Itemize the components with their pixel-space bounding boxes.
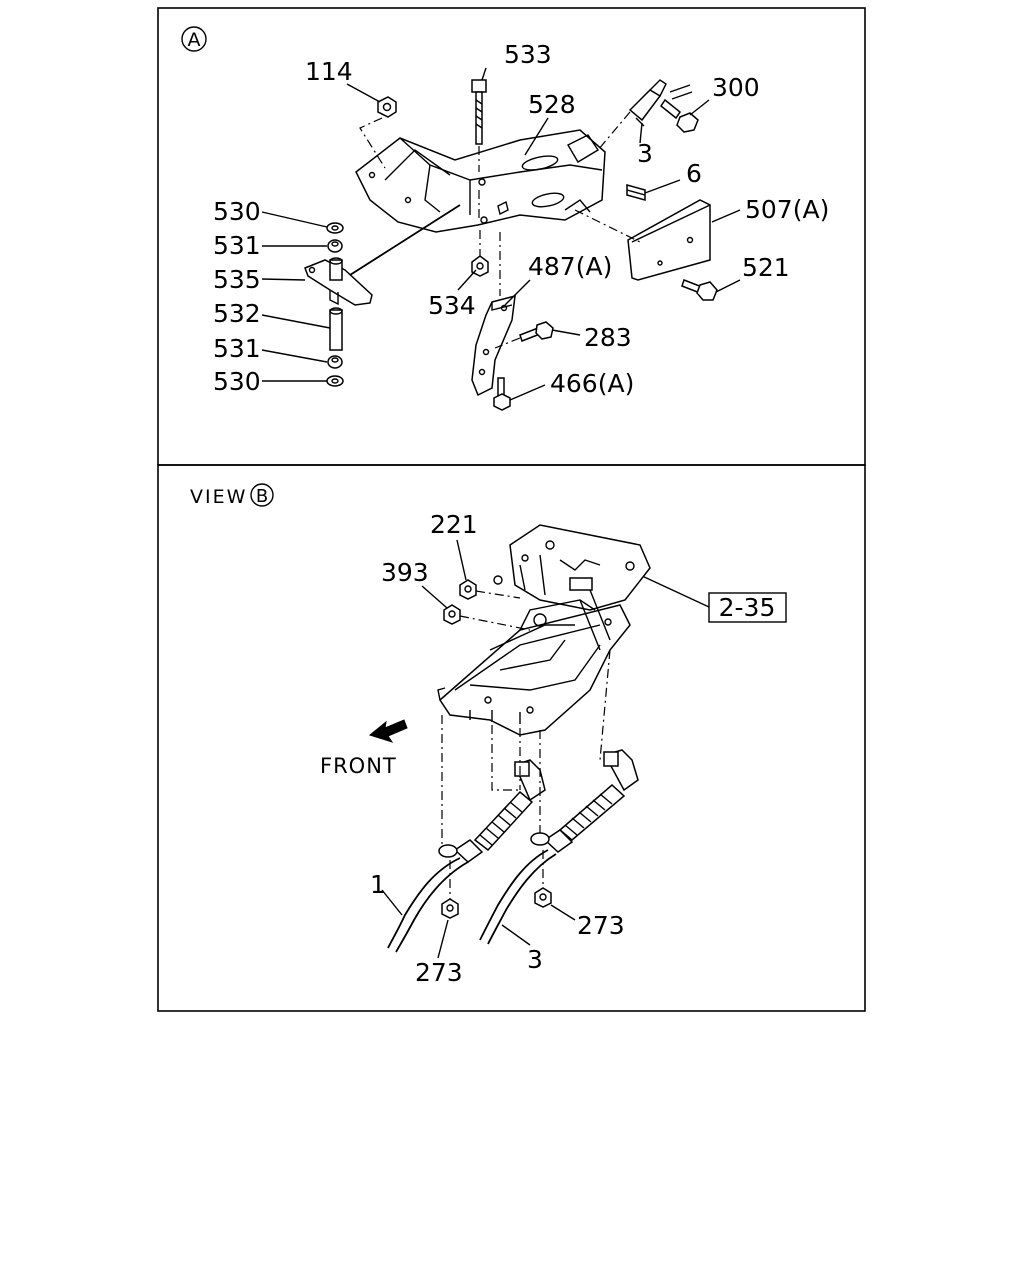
- shaft-532: [329, 307, 343, 351]
- label-114: 114: [305, 57, 353, 86]
- label-221: 221: [430, 510, 478, 539]
- view-b-prefix: VIEW: [190, 486, 247, 508]
- nut-114: [359, 96, 397, 169]
- label-535: 535: [213, 265, 261, 294]
- label-3-b: 3: [527, 945, 543, 974]
- label-300: 300: [712, 73, 760, 102]
- label-531-top: 531: [213, 231, 261, 260]
- label-1: 1: [370, 870, 386, 899]
- label-521: 521: [742, 253, 790, 282]
- label-534: 534: [428, 291, 476, 320]
- bolt-521: [681, 279, 718, 301]
- nut-221: [459, 579, 521, 600]
- label-507a: 507(A): [745, 195, 829, 224]
- cable-3-b: [479, 649, 639, 945]
- view-a-marker-letter: A: [188, 29, 201, 51]
- label-533: 533: [504, 40, 552, 69]
- ref-box-label: 2-35: [719, 593, 776, 622]
- leader-lines-a: [261, 67, 741, 401]
- washer-531-bottom: [327, 355, 343, 369]
- panel-b: VIEW B 2-35: [157, 464, 866, 1012]
- bolt-533: [471, 79, 487, 222]
- label-487a: 487(A): [528, 252, 612, 281]
- washer-530-bottom: [326, 375, 344, 387]
- labels-a: 114 533 528 300 3 6 507(A) 530 531 535 5…: [213, 40, 829, 398]
- bracket-487a: [471, 232, 516, 397]
- nut-534: [471, 230, 489, 277]
- label-531-bottom: 531: [213, 334, 261, 363]
- label-273-right: 273: [577, 911, 625, 940]
- label-532: 532: [213, 299, 261, 328]
- washer-531-top: [327, 239, 343, 253]
- label-3-a: 3: [637, 139, 653, 168]
- plate-507a: [574, 199, 711, 281]
- labels-b: 221 393 1 273 3 273: [370, 510, 625, 987]
- view-b-marker-letter: B: [256, 486, 268, 507]
- view-a-marker: A: [181, 26, 207, 52]
- washer-530-top: [326, 222, 344, 234]
- label-6: 6: [686, 159, 702, 188]
- nut-273-left: [441, 860, 459, 919]
- label-393: 393: [381, 558, 429, 587]
- label-283: 283: [584, 323, 632, 352]
- label-528: 528: [528, 90, 576, 119]
- nut-273-right: [534, 850, 552, 908]
- bolt-283: [494, 321, 554, 349]
- leader-lines-b: [381, 539, 576, 959]
- lever-535: [304, 204, 461, 306]
- label-530-top: 530: [213, 197, 261, 226]
- bolt-300: [659, 84, 699, 133]
- bracket-528: [355, 129, 606, 233]
- pedal-bracket-assembly: [437, 524, 651, 736]
- panel-a: A: [157, 7, 866, 466]
- label-273-left: 273: [415, 958, 463, 987]
- front-label: FRONT: [320, 754, 397, 778]
- cable-end-3: [597, 79, 667, 151]
- label-530-bottom: 530: [213, 367, 261, 396]
- nut-393: [443, 604, 531, 631]
- front-arrow: FRONT: [320, 719, 408, 778]
- view-b-title: VIEW B: [190, 483, 274, 508]
- ref-box-2-35: 2-35: [639, 574, 787, 623]
- panel-b-border: [157, 464, 866, 1012]
- bolt-466a: [493, 377, 511, 411]
- cable-1: [387, 715, 546, 953]
- clip-6: [626, 184, 646, 201]
- label-466a: 466(A): [550, 369, 634, 398]
